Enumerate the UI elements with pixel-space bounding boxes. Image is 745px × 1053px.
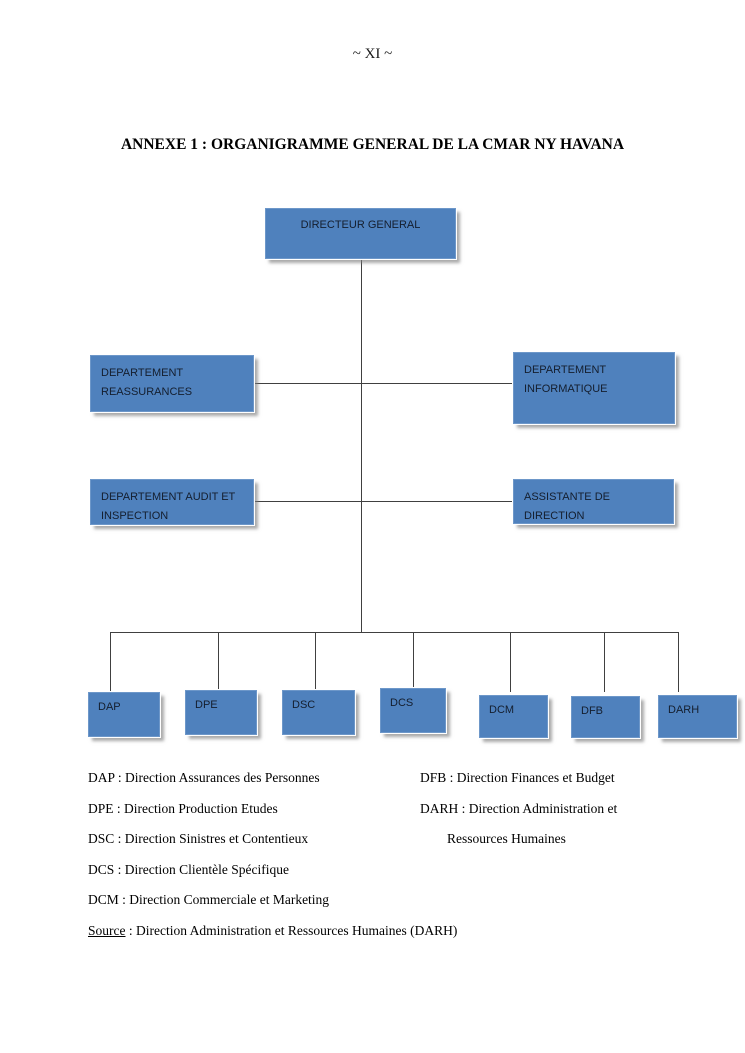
connector-drop-dap <box>110 632 111 692</box>
source-text: : Direction Administration et Ressources… <box>125 923 458 938</box>
connector-horizontal-level3 <box>254 501 513 502</box>
org-node-dpe: DPE <box>185 690 257 735</box>
page-number: ~ XI ~ <box>352 46 393 62</box>
org-node-dcs: DCS <box>380 688 446 733</box>
legend-dpe: DPE : Direction Production Etudes <box>88 801 278 816</box>
legend-darh-line2: Ressources Humaines <box>447 831 566 846</box>
connector-drop-dpe <box>218 632 219 692</box>
org-node-darh: DARH <box>658 695 737 738</box>
connector-horizontal-directions <box>110 632 679 633</box>
legend-darh-line1: DARH : Direction Administration et <box>420 801 618 816</box>
connector-vertical-main <box>361 259 362 632</box>
source-line: Source : Direction Administration et Res… <box>88 923 457 939</box>
org-node-departement-audit-inspection: DEPARTEMENT AUDIT ET INSPECTION <box>90 479 254 525</box>
legend-dsc: DSC : Direction Sinistres et Contentieux <box>88 831 309 846</box>
legend-dfb: DFB : Direction Finances et Budget <box>420 770 615 785</box>
connector-drop-dcm <box>510 632 511 692</box>
org-node-dsc: DSC <box>282 690 355 735</box>
legend-dcs: DCS : Direction Clientèle Spécifique <box>88 862 289 877</box>
page-title: ANNEXE 1 : ORGANIGRAMME GENERAL DE LA CM… <box>120 136 625 153</box>
connector-drop-dcs <box>413 632 414 692</box>
org-node-assistante-direction: ASSISTANTE DE DIRECTION <box>513 479 674 524</box>
org-node-departement-informatique: DEPARTEMENT INFORMATIQUE <box>513 352 675 424</box>
org-node-dcm: DCM <box>479 695 548 738</box>
connector-drop-darh <box>678 632 679 692</box>
org-node-dap: DAP <box>88 692 160 737</box>
org-node-dfb: DFB <box>571 696 640 738</box>
connector-drop-dsc <box>315 632 316 692</box>
legend-dap: DAP : Direction Assurances des Personnes <box>88 770 320 785</box>
org-node-directeur-general: DIRECTEUR GENERAL <box>265 208 456 259</box>
connector-horizontal-level2 <box>254 383 513 384</box>
org-node-departement-reassurances: DEPARTEMENT REASSURANCES <box>90 355 254 412</box>
legend-dcm: DCM : Direction Commerciale et Marketing <box>88 892 330 907</box>
source-label: Source <box>88 923 126 938</box>
connector-drop-dfb <box>604 632 605 692</box>
